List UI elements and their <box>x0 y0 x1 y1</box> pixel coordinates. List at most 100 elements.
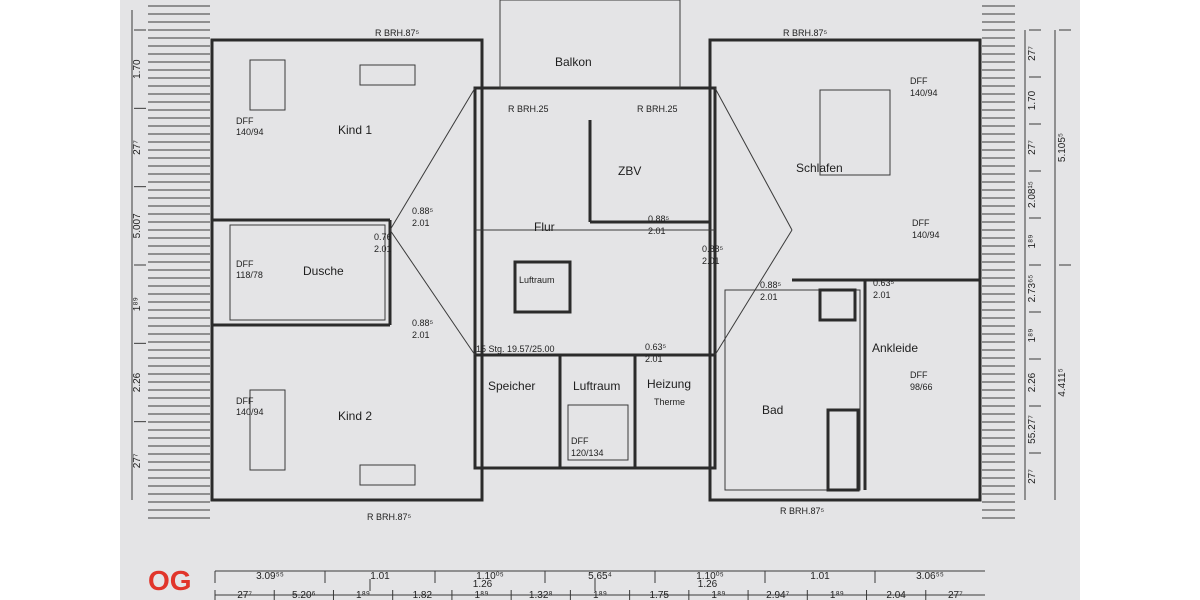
dff-luftraum-size: 120/134 <box>571 448 604 458</box>
window-kind2: R BRH.87⁵ <box>367 512 412 522</box>
dff-kind2-size: 140/94 <box>236 407 264 417</box>
dff-kind1-label: DFF <box>236 116 254 126</box>
roof-line-1 <box>389 87 476 231</box>
dimension-label: 27⁷ <box>132 453 143 468</box>
dff-schlafen-top-label: DFF <box>910 76 928 86</box>
window-schlafen: R BRH.87⁵ <box>783 28 828 38</box>
desk-kind1 <box>359 64 416 86</box>
shower-tray <box>818 288 857 322</box>
door3-width: 0.88⁵ <box>412 318 434 328</box>
dimension-label: 27⁷ <box>1027 46 1038 61</box>
dff-kind1-size: 140/94 <box>236 127 264 137</box>
dimension-label: 2.04 <box>886 590 906 600</box>
dimension-label: 1⁸⁹ <box>1027 328 1038 342</box>
dimension-label: 5.20⁶ <box>292 590 316 600</box>
dimension-label: 1.10⁰⁵ <box>476 571 504 582</box>
door8-width: 0.63⁵ <box>645 342 667 352</box>
dimension-label: 1.75 <box>649 590 669 600</box>
dimension-label: 1.32⁸ <box>529 590 553 600</box>
room-luftraum-bottom: Luftraum <box>573 379 620 393</box>
room-schlafen: Schlafen <box>796 161 843 175</box>
dimension-label: 27⁷ <box>132 140 143 155</box>
dimension-label: 5.65⁴ <box>588 571 612 582</box>
dimension-label: 27⁷ <box>1027 140 1038 155</box>
room-flur: Flur <box>534 220 555 234</box>
window-balkon-right: R BRH.25 <box>637 104 678 114</box>
dimension-label: 5.007 <box>132 213 143 238</box>
dimension-label: 5.105⁵ <box>1057 133 1068 162</box>
dimension-label: 3.06⁵⁵ <box>916 571 944 582</box>
room-zbv: ZBV <box>618 164 641 178</box>
room-therme: Therme <box>654 397 685 407</box>
roof-hatching-left <box>148 5 210 519</box>
desk-kind2 <box>359 464 416 486</box>
dimension-label: 55.27⁷ <box>1027 415 1038 444</box>
dff-schlafen-mid-size: 140/94 <box>912 230 940 240</box>
door8-height: 2.01 <box>645 354 663 364</box>
dimension-label: 2.26 <box>132 372 143 392</box>
window-bad: R BRH.87⁵ <box>780 506 825 516</box>
dimension-label: 1.70 <box>1027 90 1038 110</box>
dimension-label: 1.01 <box>370 571 390 582</box>
dimension-label: 1⁸⁹ <box>475 590 489 600</box>
dimension-label: 2.94⁷ <box>766 590 789 600</box>
bathtub <box>826 408 860 492</box>
dimension-label: 4.411⁵ <box>1057 368 1068 396</box>
bed-kind1 <box>249 59 286 111</box>
floor-plan-sheet: Balkon Kind 1 Kind 2 Dusche Flur ZBV Sch… <box>120 0 1080 600</box>
room-ankleide: Ankleide <box>872 341 918 355</box>
dimension-label: 1⁸⁹ <box>1027 234 1038 248</box>
dff-ankleide-label: DFF <box>910 370 928 380</box>
dimensions-right-outer: 5.105⁵ 4.411⁵ <box>1057 29 1071 397</box>
dimension-label: 1.26 <box>473 579 493 590</box>
room-balkon: Balkon <box>555 55 592 69</box>
door7-width: 0.63⁵ <box>873 278 895 288</box>
door7-height: 2.01 <box>873 290 891 300</box>
dimension-label: 27⁷ <box>237 590 252 600</box>
door1-width: 0.88⁵ <box>412 206 434 216</box>
room-speicher: Speicher <box>488 379 535 393</box>
door1-height: 2.01 <box>412 218 430 228</box>
floor-plan-drawing: Balkon Kind 1 Kind 2 Dusche Flur ZBV Sch… <box>131 0 1071 600</box>
dimension-label: 1⁸⁹ <box>356 590 370 600</box>
dff-ankleide-size: 98/66 <box>910 382 933 392</box>
dimension-label: 27⁷ <box>1027 469 1038 484</box>
dimension-label: 2.08¹⁵ <box>1027 181 1038 208</box>
luftraum-stair-void <box>513 260 572 314</box>
dff-dusche-label: DFF <box>236 259 254 269</box>
wall-right-block <box>708 38 982 502</box>
dimensions-right-inner: 27⁷1.7027⁷2.08¹⁵1⁸⁹2.73⁶⁵1⁸⁹2.2655.27⁷27… <box>1027 29 1041 484</box>
dff-luftraum-label: DFF <box>571 436 589 446</box>
dimensions-left: 1.70 27⁷ 5.007 1⁸⁹ 2.26 27⁷ <box>132 29 146 468</box>
dimension-label: 2.26 <box>1027 372 1038 392</box>
door3-height: 2.01 <box>412 330 430 340</box>
roof-line-3 <box>714 87 793 231</box>
dimension-label: 1.70 <box>132 59 143 79</box>
dimension-label: 1⁸⁹ <box>593 590 607 600</box>
dff-luftraum-frame <box>567 404 629 461</box>
door2-width: 0.76 <box>374 232 392 242</box>
dimension-label: 1⁸⁹ <box>830 590 844 600</box>
roof-line-2 <box>389 229 476 356</box>
room-bad: Bad <box>762 403 783 417</box>
dimension-label: 27⁷ <box>948 590 963 600</box>
dff-dusche-size: 118/78 <box>236 270 263 280</box>
dusche-tiles <box>229 224 386 321</box>
wall-left-block <box>210 38 484 502</box>
room-heizung: Heizung <box>647 377 691 391</box>
dimension-label: 1⁸⁹ <box>132 297 143 311</box>
bed-schlafen <box>819 89 891 176</box>
roof-hatching-right <box>982 5 1015 519</box>
dimension-label: 1.82 <box>413 590 433 600</box>
room-dusche: Dusche <box>303 264 344 278</box>
room-kind2: Kind 2 <box>338 409 372 423</box>
door6-height: 2.01 <box>760 292 778 302</box>
dimension-label: 1.01 <box>810 571 830 582</box>
door4-height: 2.01 <box>648 226 666 236</box>
bad-tiles <box>724 289 861 491</box>
dimension-label: 1.10⁰⁵ <box>696 571 724 582</box>
wall-middle-block <box>473 86 717 470</box>
door4-width: 0.88⁵ <box>648 214 670 224</box>
